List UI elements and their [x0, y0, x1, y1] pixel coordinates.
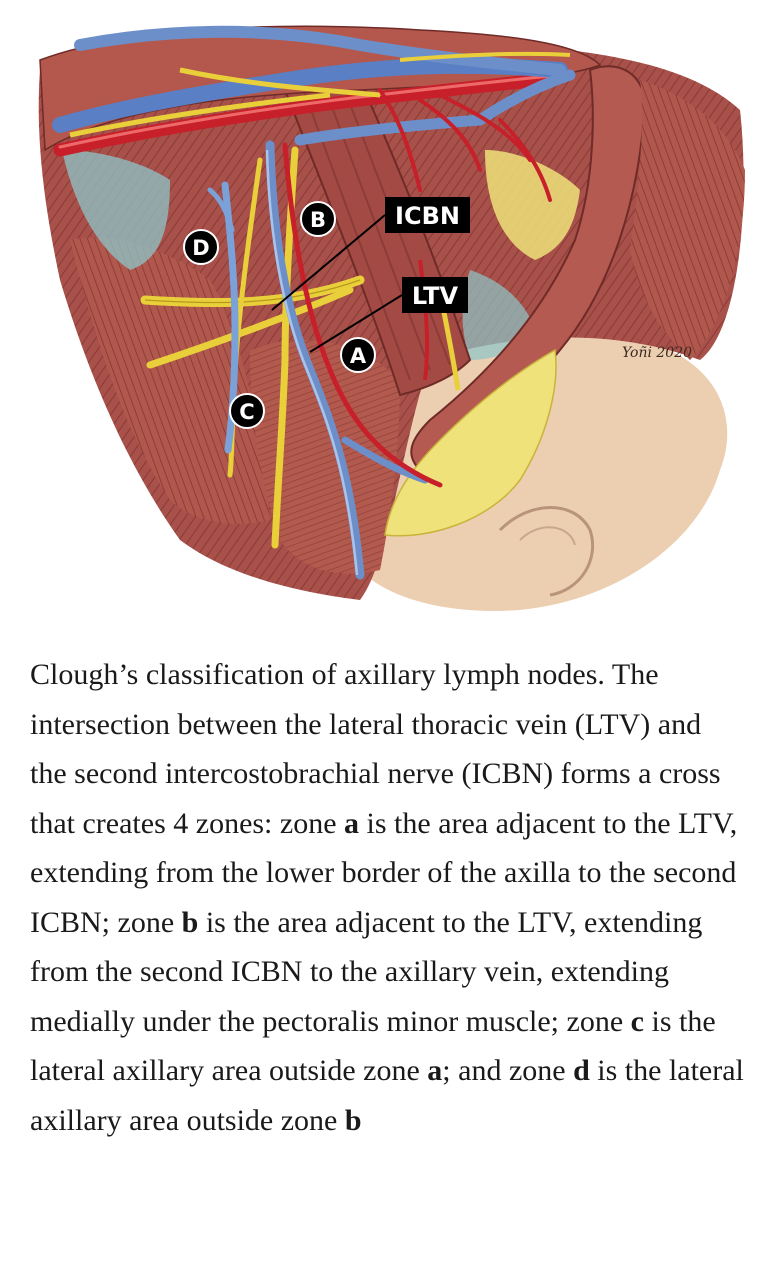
latissimus-region [250, 340, 400, 574]
zone-d-text: D [192, 236, 209, 260]
zone-b-marker: B [300, 201, 336, 237]
intercostobrachial-nerve-2 [146, 286, 354, 369]
zone-c-marker: C [229, 393, 265, 429]
axilla-anatomy-illustration: ICBN LTV B D A C Yoñi 2020 [38, 25, 745, 611]
lateral-thoracic-artery [282, 142, 443, 488]
lateral-thoracic-vein-highlight [265, 149, 359, 576]
arterial-branch-lower [418, 259, 430, 381]
ltv-label: LTV [402, 277, 468, 313]
axillary-artery-highlight [58, 73, 562, 149]
artist-signature: Yoñi 2020 [622, 345, 692, 361]
caption-part: is the lateral axillary area outside zon… [30, 1004, 716, 1088]
thoracoacromial-branches [378, 88, 552, 202]
fat-pad-upper [485, 150, 580, 260]
zone-letter: d [573, 1054, 590, 1087]
zone-d-marker: D [183, 229, 219, 265]
axillary-vein-upper [74, 25, 566, 76]
caption-part: is the lateral axillary area outside zon… [30, 1054, 744, 1137]
zone-letter: a [427, 1054, 443, 1087]
zone-letter: b [181, 905, 199, 939]
ltv-label-text: LTV [412, 282, 459, 310]
zone-a-text: A [350, 344, 367, 368]
caption-part: is the area adjacent to the LTV, extendi… [30, 905, 703, 1038]
fat-pad [384, 348, 557, 537]
cephalic-vein-branch [294, 69, 576, 146]
zone-letter: c [630, 1004, 644, 1038]
icbn-label: ICBN [385, 197, 470, 233]
skin-fold [498, 506, 595, 597]
figure-caption: Clough’s classification of axillary lymp… [30, 650, 745, 1145]
deltoid-region [630, 80, 745, 360]
thoracodorsal-vein-branch [207, 187, 235, 233]
icbn-pointer-line [271, 214, 386, 311]
brachial-plexus-nerve-3 [399, 51, 571, 62]
signature-text: Yoñi 2020 [622, 345, 692, 361]
zone-b-text: B [310, 208, 326, 232]
lateral-thoracic-vein [265, 140, 365, 580]
brachial-plexus-nerve-1 [69, 92, 331, 138]
skin-fold-inner [519, 526, 576, 546]
axillary-artery [53, 71, 567, 157]
caption-part: Clough’s classification of axillary lymp… [30, 658, 721, 840]
lateral-thoracic-vein-branch [341, 436, 429, 484]
fascia-patch-left [62, 150, 170, 270]
zone-a-marker: A [340, 337, 376, 373]
icbn-label-text: ICBN [395, 202, 460, 230]
zone-letter: a [344, 806, 360, 840]
nerve-outline [144, 279, 361, 304]
caption-part: ; and zone [442, 1054, 574, 1087]
ltv-pointer-line [309, 294, 403, 353]
zone-c-text: C [239, 400, 254, 424]
zone-letter: b [344, 1103, 362, 1137]
brachial-plexus-nerve-2 [179, 67, 381, 98]
serratus-anterior-muscle [70, 237, 270, 524]
caption-part: is the area adjacent to the LTV, extendi… [30, 806, 738, 939]
